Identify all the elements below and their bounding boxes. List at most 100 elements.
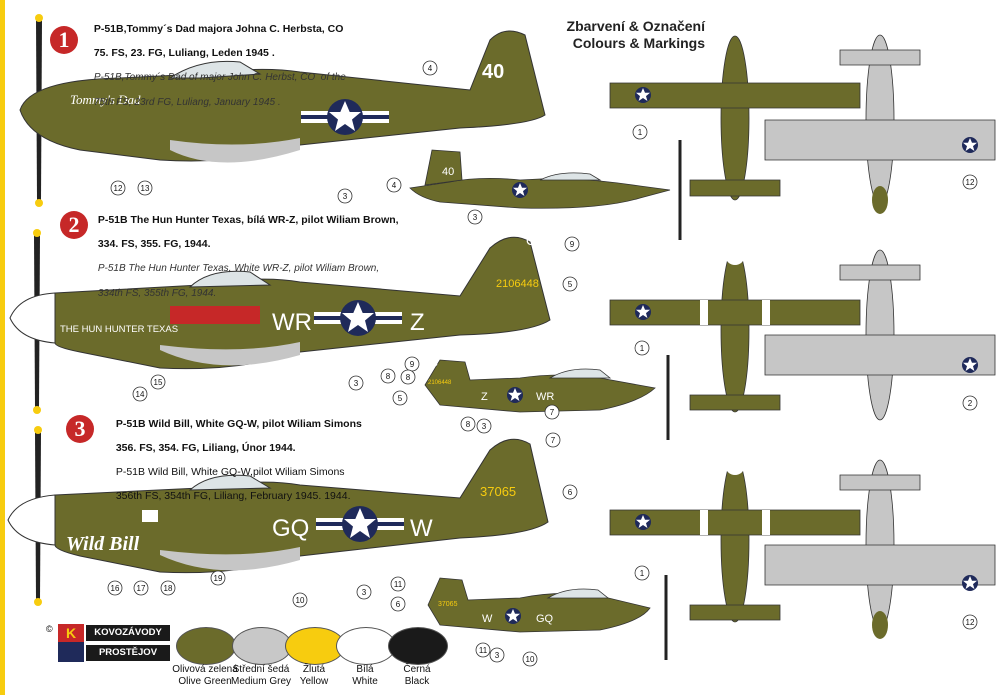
callout-marker-small: 3 (489, 647, 505, 663)
callout-marker: 14 (132, 386, 148, 402)
logo-mark-letter: K (58, 624, 84, 642)
logo-top-text: KOVOZÁVODY (86, 625, 170, 641)
callout-marker-small: 3 (467, 209, 483, 225)
svg-text:3: 3 (495, 651, 500, 660)
swatch-black-cz: Černá (403, 664, 431, 675)
svg-text:9: 9 (410, 360, 415, 369)
svg-text:4: 4 (392, 181, 397, 190)
callout-marker: 9 (564, 236, 580, 252)
swatch-olive-green (176, 627, 236, 665)
callout-marker: 12 (962, 174, 978, 190)
swatch-black-en: Black (404, 676, 430, 687)
logo-copyright: © (46, 624, 53, 634)
callout-marker: 16 (107, 580, 123, 596)
badge-aircraft-1: 1 (50, 26, 78, 54)
serial-3: 37065 (480, 484, 516, 499)
swatch-yellow-en: Yellow (299, 676, 329, 687)
svg-text:7: 7 (551, 436, 556, 445)
swatch-grey-en: Medium Grey (230, 676, 291, 687)
caption-2-cz-line2: 334. FS, 355. FG, 1944. (97, 238, 211, 250)
callout-marker-small: 4 (386, 177, 402, 193)
callout-marker: 17 (133, 580, 149, 596)
small-tail-letter-2: C (432, 359, 438, 368)
caption-3-en-line1: P-51B Wild Bill, White GQ-W,pilot Wiliam… (115, 466, 345, 478)
caption-3-en-line2: 356th FS, 354th FG, Liliang, February 19… (115, 490, 351, 502)
callout-marker: 3 (337, 188, 353, 204)
svg-text:2: 2 (968, 399, 973, 408)
code-right-2: Z (410, 309, 425, 336)
nose-art-1: Tommy's Dad (70, 92, 141, 107)
callout-marker: 11 (390, 576, 406, 592)
callout-marker-small: 7 (545, 432, 561, 448)
caption-3-cz-line1: P-51B Wild Bill, White GQ-W, pilot Wilia… (115, 418, 362, 430)
svg-text:11: 11 (479, 646, 488, 655)
svg-text:6: 6 (396, 600, 401, 609)
callout-marker: 8 (380, 368, 396, 384)
small-serial-3: 37065 (438, 601, 458, 608)
caption-aircraft-1: P-51B,Tommy´s Dad majora Johna C. Herbst… (88, 11, 346, 109)
code-left-2: WR (272, 309, 312, 336)
svg-text:1: 1 (638, 128, 643, 137)
title-cz: Zbarvení & Označení (566, 18, 705, 34)
callout-marker-small: 5 (392, 390, 408, 406)
swatch-grey-cz: Střední šedá (232, 664, 290, 675)
callout-marker-small: 9 (404, 356, 420, 372)
small-code-left-2: WR (536, 391, 554, 403)
aircraft-1-side-view: Tommy's Dad 40 (19, 14, 546, 207)
logo-bottom-text: PROSTĚJOV (86, 645, 170, 661)
small-code-right-3: W (482, 613, 493, 625)
small-code-right-2: Z (481, 391, 488, 403)
callout-marker: 3 (356, 584, 372, 600)
callout-marker: 1 (634, 340, 650, 356)
page-border-left (0, 0, 5, 695)
svg-text:15: 15 (154, 378, 163, 387)
svg-text:4: 4 (428, 64, 433, 73)
small-code-left-3: GQ (536, 613, 554, 625)
svg-text:3: 3 (343, 192, 348, 201)
caption-1-en-line1: P-51B,Tommy´s Dad of major John C. Herbs… (93, 72, 346, 83)
swatch-medium-grey (232, 627, 292, 665)
swatch-olive-cz: Olivová zelená (172, 664, 238, 675)
swatch-yellow-cz: Žlutá (302, 664, 326, 675)
callout-marker: 12 (110, 180, 126, 196)
tail-code-1: 40 (482, 61, 504, 83)
svg-text:3: 3 (482, 422, 487, 431)
callout-marker: 1 (634, 565, 650, 581)
code-left-3: GQ (272, 515, 309, 542)
callout-marker-small: 10 (522, 651, 538, 667)
caption-2-en-line1: P-51B The Hun Hunter Texas, White WR-Z, … (97, 263, 380, 274)
svg-text:3: 3 (362, 588, 367, 597)
serial-2: 2106448 (496, 278, 539, 290)
svg-text:10: 10 (296, 596, 305, 605)
callout-marker-small: 8 (400, 369, 416, 385)
callout-marker: 3 (348, 375, 364, 391)
bottom-views-grey (764, 34, 996, 639)
page-title: Zbarvení & Označení Colours & Markings (555, 18, 705, 52)
swatch-yellow (285, 627, 345, 665)
callout-marker-small: 8 (460, 416, 476, 432)
aircraft-1-small-view: 40 (409, 140, 682, 240)
caption-3-cz-line2: 356. FS, 354. FG, Liliang, Únor 1944. (115, 442, 296, 454)
tail-letter-2: C (526, 233, 535, 248)
svg-text:8: 8 (386, 372, 391, 381)
fuselage-3 (54, 438, 549, 574)
fuselage-1 (19, 30, 546, 162)
aircraft-2-side-view: THE HUN HUNTER TEXAS WR Z 2106448 C (9, 229, 551, 414)
aircraft-2-small-view: C 2106448 Z WR (424, 355, 670, 440)
swatch-white-en: White (352, 676, 378, 687)
callout-marker: 6 (562, 484, 578, 500)
svg-text:12: 12 (966, 618, 975, 627)
callout-marker: 2 (962, 395, 978, 411)
swatch-white-cz: Bílá (356, 664, 374, 675)
swatch-black (388, 627, 448, 665)
svg-text:6: 6 (568, 488, 573, 497)
svg-text:12: 12 (114, 184, 123, 193)
callout-marker: 7 (544, 404, 560, 420)
